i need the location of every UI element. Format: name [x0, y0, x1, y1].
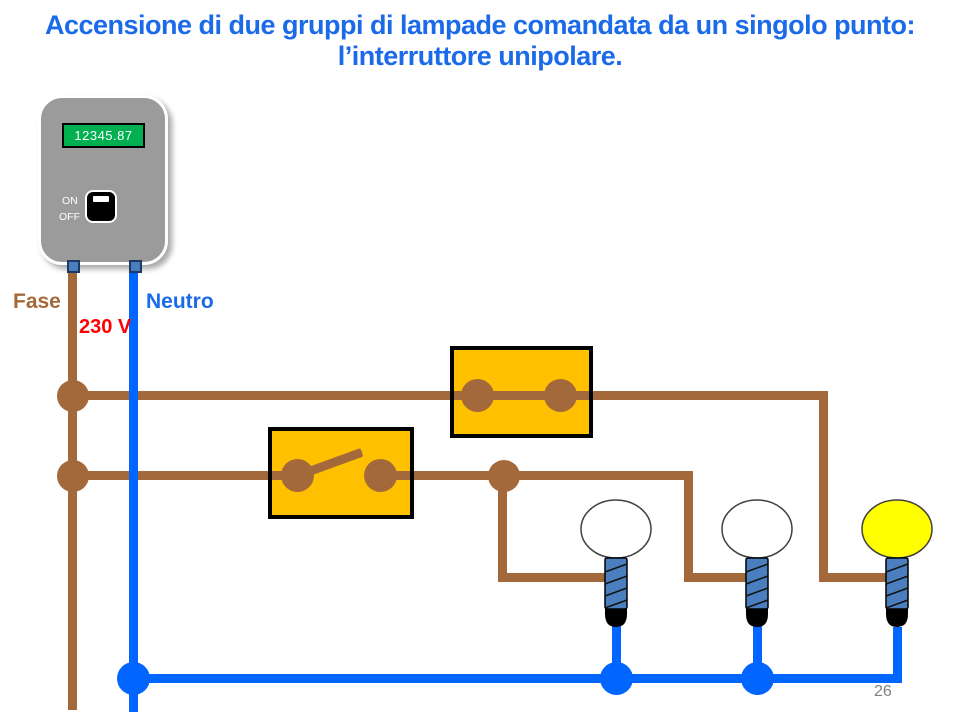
phase-label: Fase — [13, 290, 61, 313]
phase-junction-lamp1 — [488, 460, 520, 492]
lamp-2-off — [721, 499, 793, 627]
switch-closed-box — [450, 346, 593, 438]
lamp-3-screw-threads — [885, 563, 909, 609]
phase-wire-drop-lamp1 — [498, 475, 507, 582]
phase-wire-mid-right — [410, 471, 693, 480]
slide-title-line2: l’interruttore unipolare. — [337, 41, 623, 71]
lamp-1-off — [580, 499, 652, 627]
neutral-junction-main — [117, 662, 150, 695]
meter-terminal-neutral — [129, 260, 142, 273]
switch-closed-contact-right — [544, 379, 577, 412]
neutral-junction-lamp1 — [600, 662, 633, 695]
page-number: 26 — [874, 683, 892, 700]
phase-wire-top-horizontal — [68, 391, 828, 400]
voltage-label: 230 V — [79, 316, 132, 338]
meter-on-label: ON — [62, 195, 78, 207]
phase-wire-to-lamp3 — [819, 573, 889, 582]
lamp-2-screw-threads — [745, 563, 769, 609]
slide-title: Accensione di due gruppi di lampade coma… — [0, 10, 960, 72]
neutral-wire-lamp2-drop — [753, 626, 762, 678]
phase-wire-drop-lamp2 — [684, 471, 693, 582]
switch-closed-contact-left — [461, 379, 494, 412]
meter-display: 12345.87 — [62, 123, 145, 148]
lamp-1-screw-threads — [604, 563, 628, 609]
neutral-wire-bottom-horizontal — [129, 674, 902, 683]
energy-meter: 12345.87 ON OFF — [38, 95, 168, 265]
lamp-3-on — [861, 499, 933, 627]
neutral-wire-vertical-main — [129, 270, 138, 712]
neutral-wire-lamp1-drop — [612, 626, 621, 678]
meter-toggle-knob — [92, 195, 110, 203]
switch-open-contact-left — [281, 459, 314, 492]
meter-toggle-switch — [85, 190, 117, 223]
lamp-3-contact-cap — [886, 609, 908, 627]
switch-open-contact-right — [364, 459, 397, 492]
phase-wire-right-vertical — [819, 391, 828, 582]
switch-closed-bridge — [454, 391, 589, 400]
phase-wire-mid-left — [68, 471, 273, 480]
lamp-1-contact-cap — [605, 609, 627, 627]
neutral-junction-lamp2 — [741, 662, 774, 695]
lamp-2-contact-cap — [746, 609, 768, 627]
phase-wire-to-lamp1 — [498, 573, 608, 582]
meter-off-label: OFF — [59, 211, 80, 223]
slide-title-line1: Accensione di due gruppi di lampade coma… — [44, 10, 916, 40]
lamp-3-bulb — [861, 499, 933, 559]
neutral-wire-lamp3-riser — [893, 627, 902, 683]
lamp-1-bulb — [580, 499, 652, 559]
neutral-label: Neutro — [146, 290, 214, 313]
phase-wire-to-lamp2 — [684, 573, 747, 582]
lamp-2-bulb — [721, 499, 793, 559]
meter-terminal-phase — [67, 260, 80, 273]
switch-open-box — [268, 427, 414, 519]
phase-junction-mid — [57, 460, 89, 492]
phase-junction-top — [57, 380, 89, 412]
